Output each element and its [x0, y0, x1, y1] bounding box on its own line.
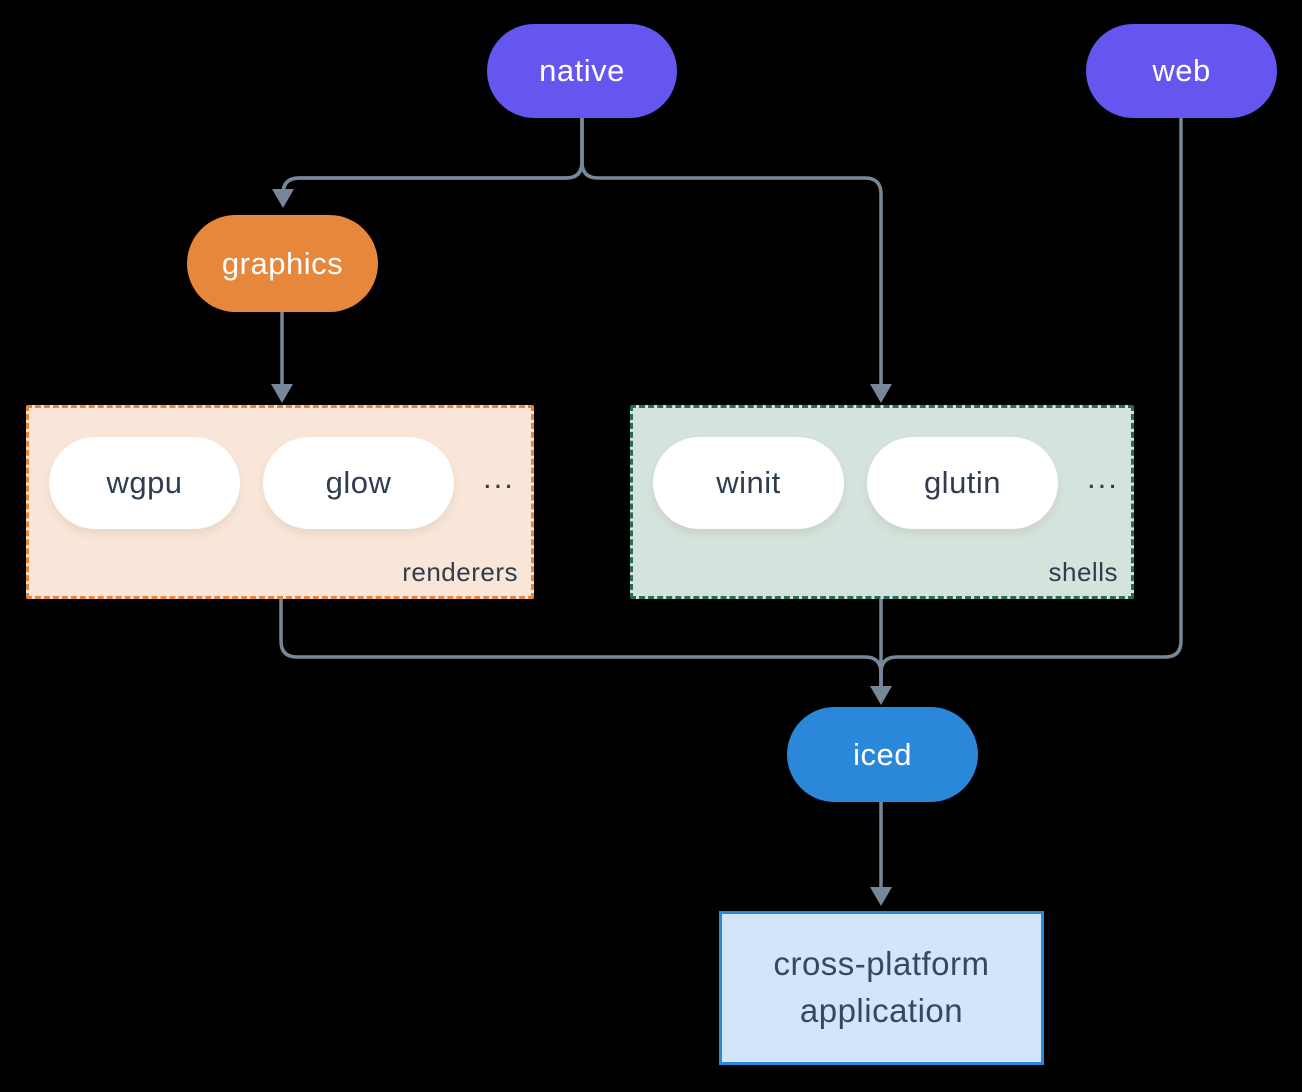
- arrowhead-into-shells: [870, 384, 892, 403]
- node-native: native: [487, 24, 677, 118]
- renderers-ellipsis: ...: [483, 460, 515, 495]
- application-label-line1: cross-platform: [773, 945, 990, 983]
- group-shells: winit glutin ... shells: [630, 405, 1134, 599]
- application-label-line2: application: [799, 992, 964, 1029]
- node-glutin: glutin: [867, 437, 1058, 529]
- group-renderers: wgpu glow ... renderers: [26, 405, 534, 599]
- edge-native-shells: [580, 118, 883, 385]
- shells-group-label: shells: [1048, 557, 1118, 587]
- shells-ellipsis: ...: [1087, 460, 1119, 495]
- arrowhead-into-graphics: [272, 189, 294, 208]
- edge-native-graphics-stem: [281, 118, 584, 195]
- edge-web-iced: [879, 118, 1183, 686]
- node-wgpu: wgpu: [49, 437, 240, 529]
- node-iced: iced: [787, 707, 978, 802]
- node-winit: winit: [653, 437, 844, 529]
- edge-native-graphics: [281, 118, 584, 195]
- renderers-pill-row: wgpu glow ...: [49, 437, 515, 529]
- shells-pill-row: winit glutin ...: [653, 437, 1119, 529]
- edge-renderers-iced: [279, 596, 883, 686]
- node-glow: glow: [263, 437, 454, 529]
- renderers-group-label: renderers: [402, 557, 518, 587]
- arrowhead-into-iced: [870, 686, 892, 705]
- node-graphics: graphics: [187, 215, 378, 312]
- arrowhead-into-renderers: [271, 384, 293, 403]
- node-cross-platform-application: cross-platform application: [719, 911, 1044, 1065]
- arrowhead-into-application: [870, 887, 892, 906]
- node-web: web: [1086, 24, 1277, 118]
